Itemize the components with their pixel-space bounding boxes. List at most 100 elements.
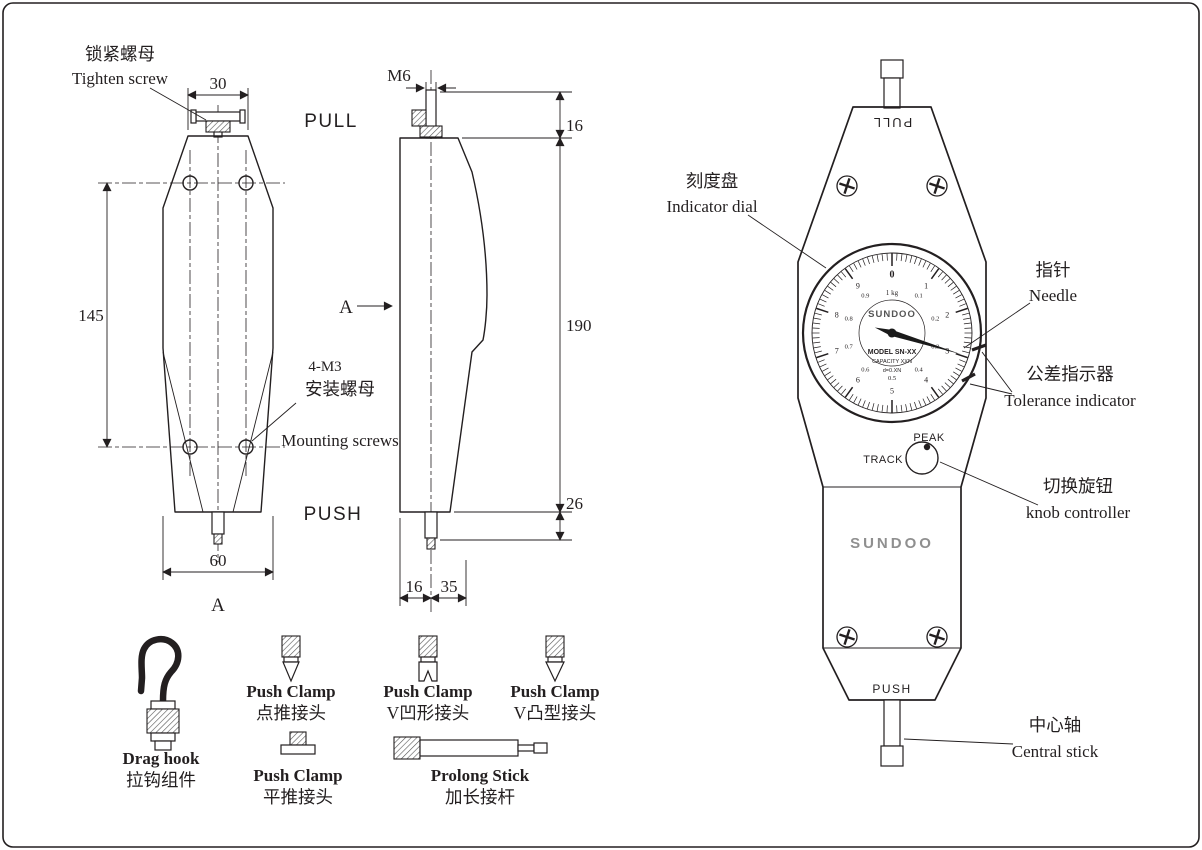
dim-top: 16 [566,116,583,135]
dial-tick [816,352,829,359]
dial-tick [871,255,875,263]
dial-tick [830,378,837,384]
dial-tick [822,294,829,299]
dim-thread: M6 [387,66,411,85]
pull-label: PULL [304,111,358,132]
dial-scale-number: 8 [835,311,839,320]
accessory-label-en: Push Clamp [253,766,342,785]
device-push-label: PUSH [872,682,911,696]
gauge-body-side-outline [399,137,488,513]
dial-tick [849,394,854,401]
dial-tick [849,265,854,272]
dial-tick [844,386,854,398]
dim-back: 35 [441,577,458,596]
knob-indicator-dot [923,443,931,451]
dial-tick [844,268,854,280]
screw-handle-end [411,109,427,127]
push-clamp-v-concave-icon [418,635,438,682]
dial-tick [871,403,875,411]
dial-tick [959,303,967,307]
dial-tick [918,400,922,408]
phillips-screw-icon [836,626,858,648]
taper-edge [232,351,274,513]
dim-hole-span: 145 [78,306,104,325]
dial-tick [841,388,847,395]
accessory-label-en: Push Clamp [246,682,335,701]
section-label-a: A [211,595,225,616]
dial-tick [930,394,935,401]
dial-tick [962,312,970,316]
track-label: TRACK [863,454,903,466]
dim-front: 16 [406,577,423,596]
dial-tick [955,352,968,359]
dial-tick [941,385,947,392]
needle-callout-zh: 指针 [1036,260,1071,280]
dial-tick [819,363,827,368]
dial-division-label: d=0.XN [883,368,902,374]
dial-tick [944,382,951,388]
mount-spec-label: 4-M3 [308,359,341,375]
dial-tick [957,298,965,303]
bottom-stem-side [424,511,438,539]
tighten-screw-label-zh: 锁紧螺母 [85,44,155,64]
dial-tick [833,278,840,284]
dial-tick [953,290,960,295]
dial-tick [853,396,858,403]
dial-tick [881,254,884,262]
accessory-label-zh: 点推接头 [256,703,326,723]
dial-scale-number: 3 [945,346,949,355]
top-stick [883,77,901,109]
tolerance-callout-zh: 公差指示器 [1026,364,1114,384]
dial-scale-number: 2 [945,311,949,320]
dial-tick [876,404,879,412]
dial-tick [926,263,931,270]
dial-tick [853,263,858,270]
dial-callout-zh: 刻度盘 [686,171,739,191]
dial-bezel [801,242,983,424]
dial-tick [909,255,913,263]
dial-tick [867,401,870,409]
dial-tick [963,317,971,320]
bottom-stem-cap [213,533,223,545]
device-body-outline [797,106,987,701]
prolong-stick-icon [393,736,548,760]
mount-label-en: Mounting screws [281,431,399,450]
dial-tick [937,271,943,278]
stick-callout-en: Central stick [1012,742,1099,761]
dial-tick [857,398,862,406]
dial-tick [862,400,866,408]
device-view: PULL [797,59,987,767]
front-view: 30 145 60 锁紧螺母 Tighten screw PULL PUSH 4… [72,44,399,616]
device-brand-label: SUNDOO [850,535,934,552]
accessories: Drag hook 拉钩组件 Push Clamp 点推接头 Push Clam… [123,635,600,807]
section-arrow-label: A [339,297,353,318]
dial-tick [813,341,821,344]
dial-tick [837,274,843,281]
dial-scale-number: 1 [924,282,928,291]
tolerance-callout-en: Tolerance indicator [1004,391,1136,410]
dial-tick [950,286,957,291]
central-stick-cap [880,745,904,767]
dial-tick [914,401,917,409]
dial-tick [944,278,951,284]
dial-tick [947,282,954,288]
leader-line [963,302,1031,349]
dial-scale-number: 0.7 [845,344,854,351]
dial-scale-number: 0 [890,270,895,281]
dial-tick [817,303,825,307]
knob-callout-zh: 切换旋钮 [1043,476,1113,496]
dial-inner-ring [858,299,926,367]
dial-tick [955,294,962,299]
dial-tick [881,404,884,412]
dial-tick [959,359,967,363]
dim-height: 190 [566,316,592,335]
dial-scale-number: 0.4 [915,366,924,373]
dial-tick [937,388,943,395]
dial-tick [830,282,837,288]
push-clamp-point-icon [281,635,301,683]
dial-tick [955,307,968,314]
tighten-screw-nut [205,120,231,133]
